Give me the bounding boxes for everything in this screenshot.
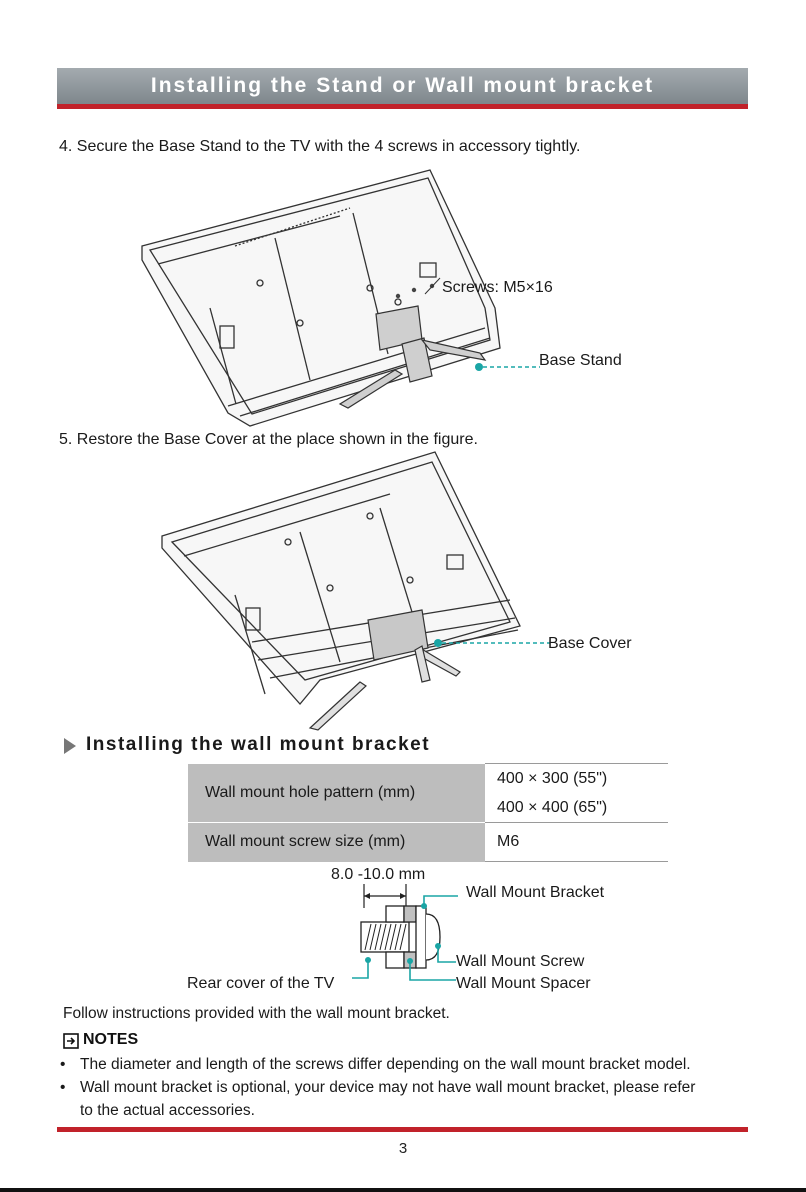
screws-callout: Screws: M5×16 (442, 279, 553, 296)
spec-label-hole-pattern: Wall mount hole pattern (mm) (188, 763, 485, 823)
spec-value-screw-size: M6 (485, 822, 668, 862)
spec-value-hole-pattern-55: 400 × 300 (55") (485, 763, 668, 794)
wall-mount-bracket-label: Wall Mount Bracket (466, 884, 605, 901)
notes-bullet-2: • (60, 1079, 66, 1096)
section-title-bar: Installing the Stand or Wall mount brack… (57, 68, 748, 109)
page-number: 3 (398, 1140, 408, 1157)
base-cover-callout: Base Cover (548, 635, 632, 652)
rear-cover-label: Rear cover of the TV (187, 975, 335, 992)
footer-rule (57, 1127, 748, 1132)
triangle-bullet-icon (64, 738, 76, 754)
notes-icon (63, 1033, 79, 1049)
base-cover-leader-line (434, 639, 550, 647)
notes-heading: NOTES (83, 1031, 139, 1048)
wall-mount-spec-table: Wall mount hole pattern (mm) 400 × 300 (… (188, 763, 668, 862)
notes-item-1: The diameter and length of the screws di… (80, 1056, 691, 1073)
base-stand-leader-line (475, 363, 540, 371)
dimension-label: 8.0 -10.0 mm (331, 866, 426, 883)
wall-mount-screw-label: Wall Mount Screw (456, 953, 585, 970)
spec-value-hole-pattern-65: 400 × 400 (65") (485, 794, 668, 823)
step-4-text: 4. Secure the Base Stand to the TV with … (59, 138, 581, 155)
follow-instructions-text: Follow instructions provided with the wa… (63, 1005, 450, 1022)
tv-back-base-stand-illustration (141, 169, 501, 427)
wall-mount-spacer-label: Wall Mount Spacer (456, 975, 591, 992)
page-title: Installing the Stand or Wall mount brack… (150, 74, 655, 97)
tv-back-base-cover-illustration (161, 451, 521, 731)
notes-item-2-continued: to the actual accessories. (80, 1102, 255, 1119)
notes-item-2: Wall mount bracket is optional, your dev… (80, 1079, 696, 1096)
wall-mount-heading: Installing the wall mount bracket (86, 734, 431, 755)
base-stand-callout: Base Stand (539, 352, 622, 369)
spec-label-screw-size: Wall mount screw size (mm) (188, 822, 485, 862)
notes-bullet-1: • (60, 1056, 66, 1073)
bottom-edge-rule (0, 1188, 806, 1192)
wall-mount-screw-diagram (352, 884, 458, 981)
step-5-text: 5. Restore the Base Cover at the place s… (59, 431, 478, 448)
